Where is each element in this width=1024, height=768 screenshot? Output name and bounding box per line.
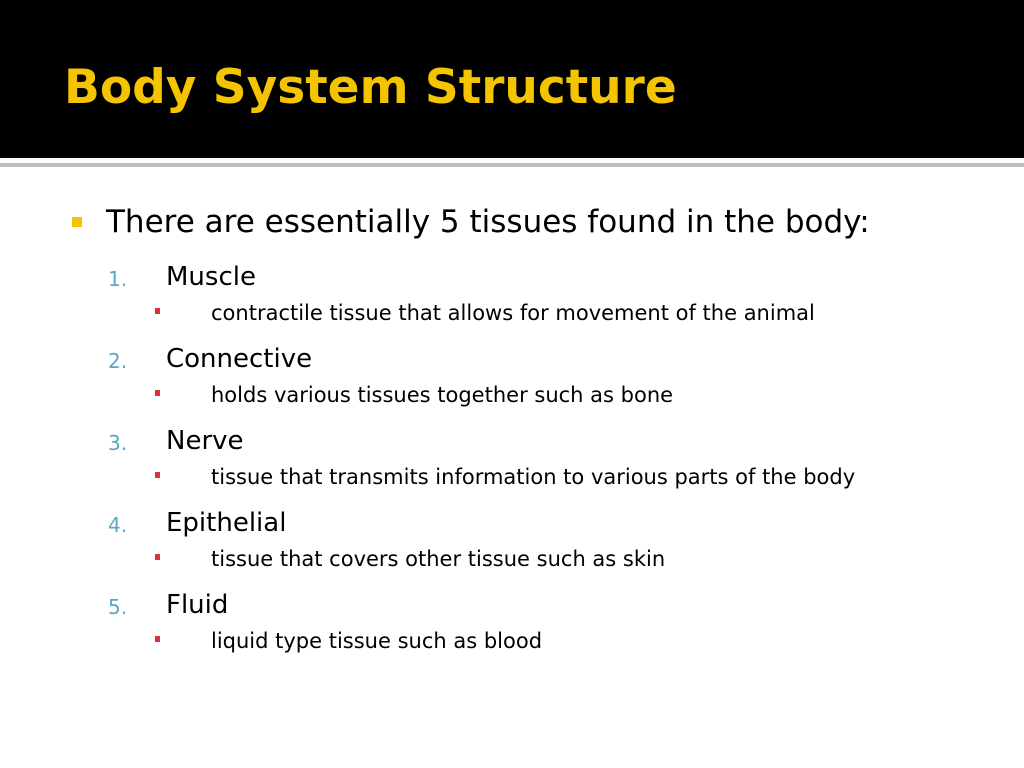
slide-body: There are essentially 5 tissues found in… [0,196,1024,668]
item-number: 5. [108,595,128,619]
item-label: Nerve [166,426,244,456]
item-number: 2. [108,349,128,373]
list-item-muscle: 1. Muscle contractile tissue that allows… [0,258,1024,340]
small-square-bullet-icon [155,472,160,478]
title-bar: Body System Structure [0,0,1024,158]
list-item-connective: 2. Connective holds various tissues toge… [0,340,1024,422]
item-label: Connective [166,344,313,374]
header-divider-gray [0,163,1024,167]
small-square-bullet-icon [155,390,160,396]
square-bullet-icon [72,217,82,227]
item-detail: tissue that covers other tissue such as … [0,544,1024,586]
item-label: Epithelial [166,508,287,538]
list-item-epithelial: 4. Epithelial tissue that covers other t… [0,504,1024,586]
item-detail: liquid type tissue such as blood [0,626,1024,668]
item-detail-text: tissue that covers other tissue such as … [211,547,666,571]
item-detail-text: liquid type tissue such as blood [211,629,543,653]
item-detail-text: contractile tissue that allows for movem… [211,301,815,325]
item-number: 3. [108,431,128,455]
item-detail-text: tissue that transmits information to var… [211,465,856,489]
slide-title: Body System Structure [64,60,677,115]
list-item-nerve: 3. Nerve tissue that transmits informati… [0,422,1024,504]
intro-text: There are essentially 5 tissues found in… [106,204,870,240]
item-number: 1. [108,267,128,291]
item-detail: contractile tissue that allows for movem… [0,298,1024,340]
small-square-bullet-icon [155,308,160,314]
small-square-bullet-icon [155,636,160,642]
small-square-bullet-icon [155,554,160,560]
item-detail: tissue that transmits information to var… [0,462,1024,504]
item-detail-text: holds various tissues together such as b… [211,383,674,407]
item-number: 4. [108,513,128,537]
item-label: Muscle [166,262,256,292]
header-divider-white [0,158,1024,161]
list-item-fluid: 5. Fluid liquid type tissue such as bloo… [0,586,1024,668]
item-detail: holds various tissues together such as b… [0,380,1024,422]
intro-bullet: There are essentially 5 tissues found in… [0,196,1024,258]
item-label: Fluid [166,590,229,620]
